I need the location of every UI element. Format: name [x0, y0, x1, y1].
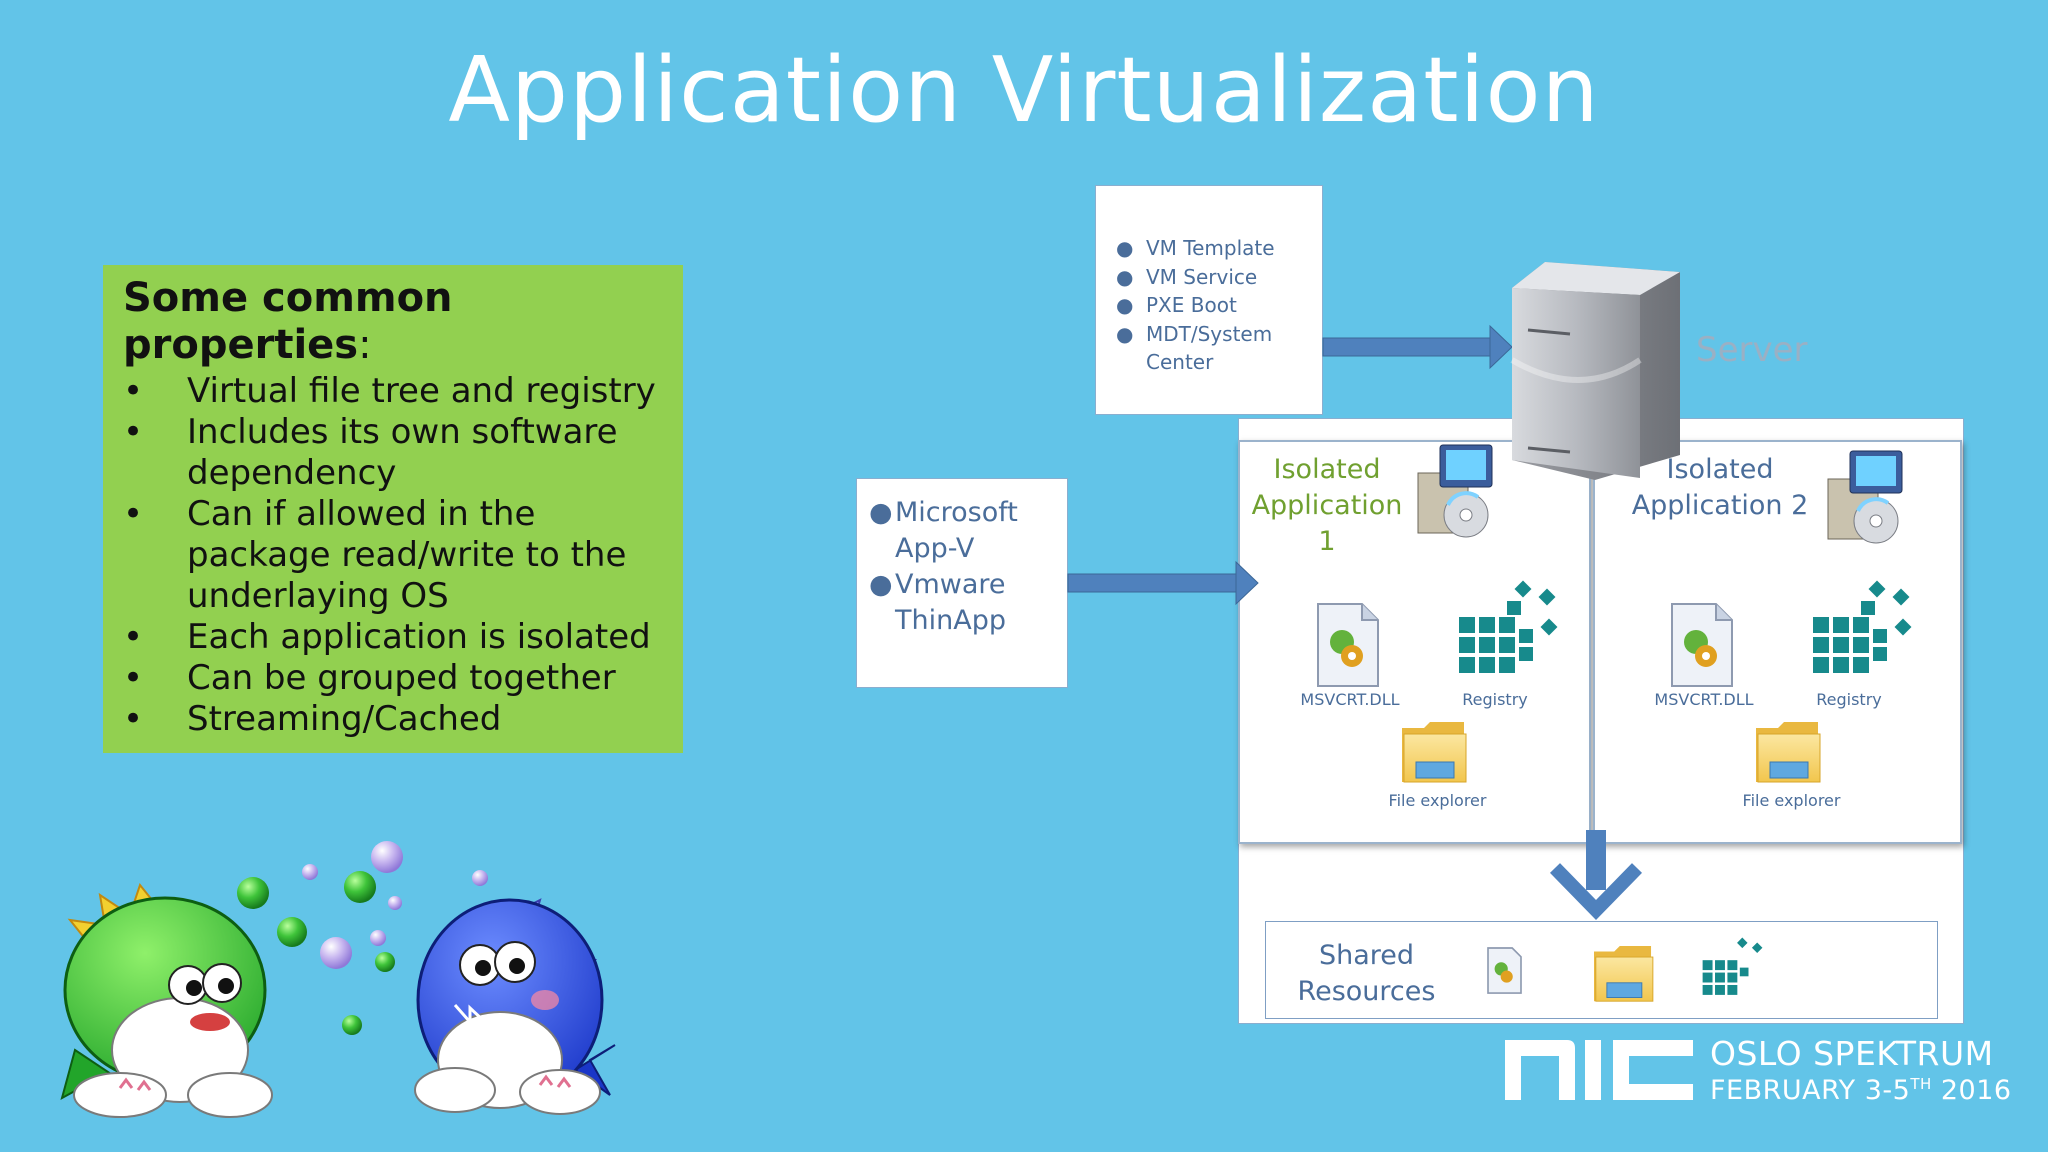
slide-title: Application Virtualization — [448, 38, 1600, 143]
event-venue: OSLO SPEKTRUM — [1710, 1034, 1994, 1073]
properties-box: Some common properties: • Virtual file tr… — [103, 265, 683, 753]
bullet-dot: ● — [869, 569, 893, 600]
bullet-dot: ● — [1116, 321, 1134, 346]
event-date-prefix: FEBRUARY 3-5 — [1710, 1075, 1911, 1106]
vm-option-text: VM Service — [1146, 264, 1258, 289]
properties-heading-text: Some common properties — [123, 275, 453, 368]
product-text: Vmware ThinApp — [895, 569, 1006, 636]
bullet: • — [123, 494, 144, 534]
server-icon — [1510, 262, 1680, 480]
bullet: • — [123, 412, 144, 452]
installer-icon — [1417, 444, 1493, 538]
property-text: Can if allowed in the package read/write… — [187, 494, 627, 616]
dll-file-icon — [1317, 603, 1379, 687]
property-text: Streaming/Cached — [187, 699, 502, 739]
folder-icon — [1402, 722, 1467, 783]
explorer-caption-2: File explorer — [1742, 791, 1841, 810]
property-item: • Includes its own software dependency — [123, 412, 663, 494]
properties-list: • Virtual file tree and registry • Include… — [123, 371, 663, 740]
vm-option: ● VM Template — [1116, 234, 1322, 263]
registry-icon — [1701, 935, 1765, 997]
vm-option: ● MDT/System Center — [1116, 320, 1322, 377]
arrow-icon — [1322, 324, 1513, 370]
bullet: • — [123, 617, 144, 657]
bullet-dot: ● — [1116, 293, 1134, 317]
properties-heading-colon: : — [358, 322, 372, 368]
folder-icon — [1756, 722, 1821, 783]
property-item: • Streaming/Cached — [123, 699, 663, 740]
vm-option: ● VM Service — [1116, 263, 1322, 292]
property-item: • Virtual file tree and registry — [123, 371, 663, 412]
folder-icon — [1594, 946, 1654, 1002]
isolated-app-2-title: Isolated Application 2 — [1631, 454, 1809, 521]
dll-caption-1: MSVCRT.DLL — [1300, 690, 1400, 709]
nic-logo — [1505, 1040, 1693, 1100]
product-item: ●Vmware ThinApp — [865, 567, 1067, 639]
explorer-caption-1: File explorer — [1388, 791, 1487, 810]
registry-icon — [1457, 577, 1561, 675]
isolated-app-1-title: Isolated Application 1 — [1251, 454, 1403, 557]
event-date-year: 2016 — [1931, 1075, 2012, 1106]
property-item: • Can if allowed in the package read/writ… — [123, 494, 663, 617]
property-text: Can be grouped together — [187, 658, 616, 698]
property-text: Each application is isolated — [187, 617, 651, 657]
property-item: • Each application is isolated — [123, 617, 663, 658]
dll-caption-2: MSVCRT.DLL — [1654, 690, 1754, 709]
registry-caption-1: Registry — [1462, 690, 1528, 709]
property-text: Virtual file tree and registry — [187, 371, 656, 411]
arrow-icon — [1549, 830, 1643, 921]
vm-option-text: MDT/System Center — [1146, 321, 1273, 375]
product-text: Microsoft App-V — [895, 497, 1018, 564]
bullet: • — [123, 699, 144, 739]
property-text: Includes its own software dependency — [187, 412, 618, 493]
event-date-sup: TH — [1910, 1075, 1932, 1093]
vm-options-box: ● VM Template ● VM Service ● PXE Boot ● MDT/… — [1095, 185, 1323, 415]
vm-option-text: VM Template — [1146, 236, 1275, 260]
products-list: ●Microsoft App-V ●Vmware ThinApp — [865, 495, 1067, 639]
arrow-icon — [1067, 560, 1259, 606]
vm-option: ● PXE Boot — [1116, 291, 1322, 320]
bullet-dot: ● — [1116, 264, 1134, 289]
server-label: Server — [1696, 330, 1808, 370]
mascot-green-dragon — [60, 882, 273, 1118]
virtualization-products-box: ●Microsoft App-V ●Vmware ThinApp — [856, 478, 1068, 688]
bullet-dot: ● — [869, 497, 893, 528]
vm-option-text: PXE Boot — [1146, 293, 1237, 317]
product-item: ●Microsoft App-V — [865, 495, 1067, 567]
bullet: • — [123, 371, 144, 411]
mascot-blue-dragon — [414, 898, 616, 1115]
installer-icon — [1827, 450, 1903, 544]
bullet: • — [123, 658, 144, 698]
shared-resources-label: Shared Resources — [1297, 940, 1436, 1007]
registry-icon — [1811, 577, 1915, 675]
dll-file-icon — [1671, 603, 1733, 687]
registry-caption-2: Registry — [1816, 690, 1882, 709]
event-date: FEBRUARY 3-5TH 2016 — [1710, 1075, 2012, 1106]
vm-options-list: ● VM Template ● VM Service ● PXE Boot ● MDT/… — [1116, 234, 1322, 377]
dll-file-icon — [1487, 947, 1522, 994]
properties-heading: Some common properties: — [123, 275, 663, 369]
property-item: • Can be grouped together — [123, 658, 663, 699]
bubble-icon — [237, 841, 488, 1035]
bullet-dot: ● — [1116, 236, 1134, 260]
